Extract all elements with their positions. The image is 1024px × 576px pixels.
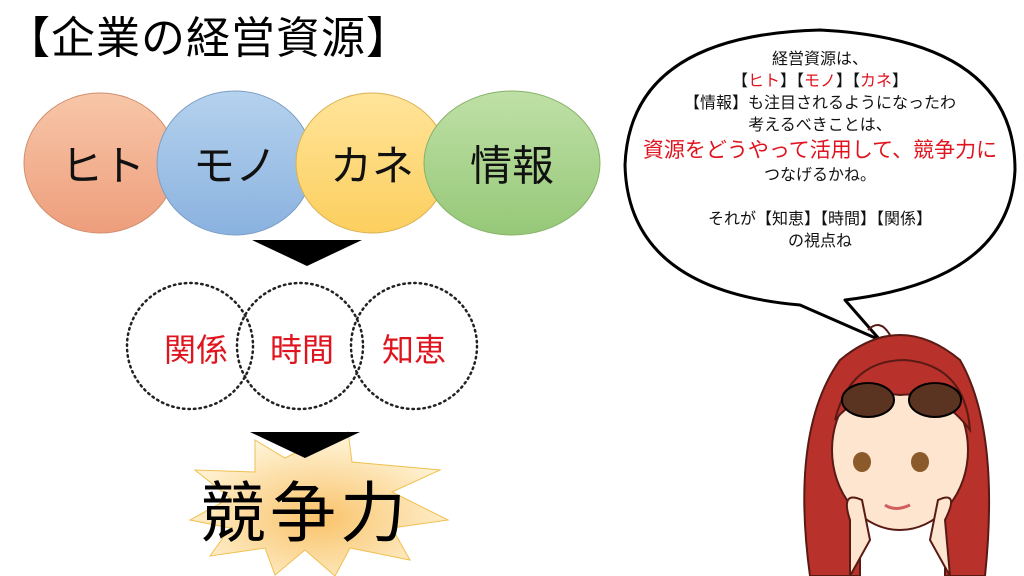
highlight-hito: ヒト bbox=[747, 71, 780, 90]
bracket: 】【 bbox=[779, 71, 804, 90]
result-label: 競争力 bbox=[200, 475, 410, 552]
bubble-line: 経営資源は、 bbox=[771, 49, 868, 68]
viewpoint-label-jikan: 時間 bbox=[269, 331, 335, 369]
bracket: 【 bbox=[731, 71, 748, 90]
viewpoint-label-chie: 知恵 bbox=[381, 331, 447, 369]
viewpoint-circle-kankei bbox=[125, 281, 255, 411]
bubble-line: それが【知恵】【時間】【関係】 bbox=[707, 209, 932, 228]
down-arrow-icon bbox=[252, 240, 362, 266]
bracket: 】【 bbox=[836, 71, 861, 90]
highlight-kane: カネ bbox=[860, 71, 893, 90]
starburst-shape bbox=[188, 431, 450, 576]
viewpoint-circle-jikan bbox=[235, 281, 365, 411]
highlight-mono: モノ bbox=[803, 71, 836, 90]
slide-title: 【企業の経営資源】 bbox=[6, 13, 411, 64]
bubble-line: 【情報】も注目されるようになったわ bbox=[683, 93, 956, 112]
resource-label-mono: モノ bbox=[192, 141, 278, 191]
resource-label-hito: ヒト bbox=[60, 141, 146, 191]
bubble-line: つなげるかね。 bbox=[763, 165, 876, 184]
bracket: 】 bbox=[892, 71, 909, 90]
speech-bubble-shape bbox=[623, 28, 1017, 342]
resource-circle-joho bbox=[423, 90, 601, 236]
spacer bbox=[630, 186, 1010, 208]
viewpoint-circle-chie bbox=[349, 281, 479, 411]
resource-label-joho: 情報 bbox=[469, 141, 555, 191]
viewpoint-label-kankei: 関係 bbox=[163, 331, 229, 369]
speech-bubble-text: 経営資源は、 【ヒト】【モノ】【カネ】 【情報】も注目されるようになったわ 考え… bbox=[630, 48, 1010, 252]
character-illustration bbox=[803, 324, 991, 576]
bubble-line: 考えるべきことは、 bbox=[748, 115, 892, 134]
resource-label-kane: カネ bbox=[329, 141, 415, 191]
bubble-highlight-line: 資源をどうやって活用して、競争力に bbox=[642, 138, 998, 162]
bubble-line: の視点ね bbox=[787, 231, 852, 250]
down-arrow-icon bbox=[250, 432, 360, 458]
bubble-line: 【ヒト】【モノ】【カネ】 bbox=[630, 70, 1010, 92]
